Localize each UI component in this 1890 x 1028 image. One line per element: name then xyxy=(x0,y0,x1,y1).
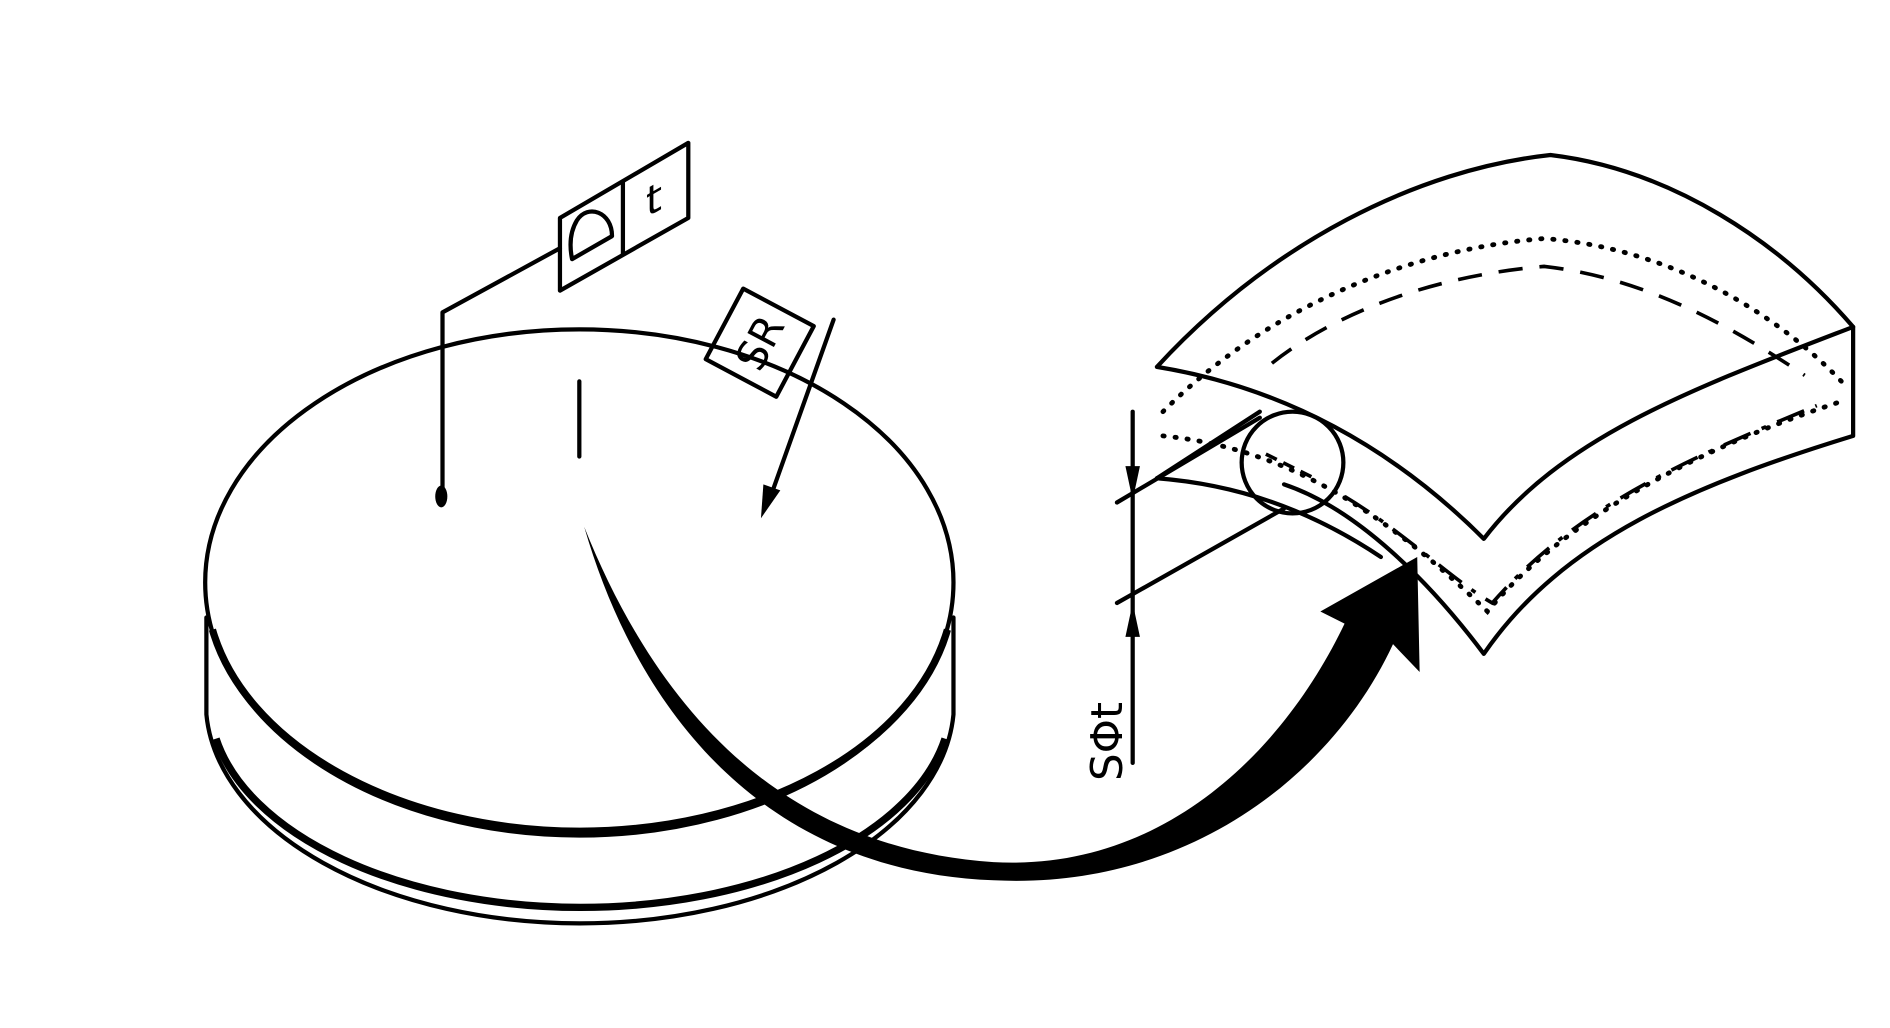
transform-arrow xyxy=(584,526,1420,881)
profile-of-surface-icon xyxy=(568,209,615,262)
dimension-arrow-icon xyxy=(1125,466,1140,501)
cylinder xyxy=(203,327,956,926)
dimension: SΦt xyxy=(1083,409,1287,781)
cylinder-side xyxy=(204,615,956,926)
sheet-top-surface xyxy=(1154,152,1856,541)
leader-line xyxy=(440,246,563,493)
feature-control-frame: t xyxy=(435,140,691,508)
dimension-arrow-icon xyxy=(1125,602,1140,637)
sphere-zone xyxy=(1239,409,1346,516)
tolerance-label: t xyxy=(646,172,662,229)
frame-box xyxy=(557,140,691,293)
sr-flag: SR xyxy=(703,286,836,519)
cylinder-top-ellipse xyxy=(203,327,956,838)
tolerance-zone-sheet xyxy=(1154,152,1856,656)
leader-dot xyxy=(435,485,448,508)
sr-label: SR xyxy=(726,307,794,378)
dimension-label: SΦt xyxy=(1083,702,1133,781)
arrowhead-icon xyxy=(760,484,781,519)
